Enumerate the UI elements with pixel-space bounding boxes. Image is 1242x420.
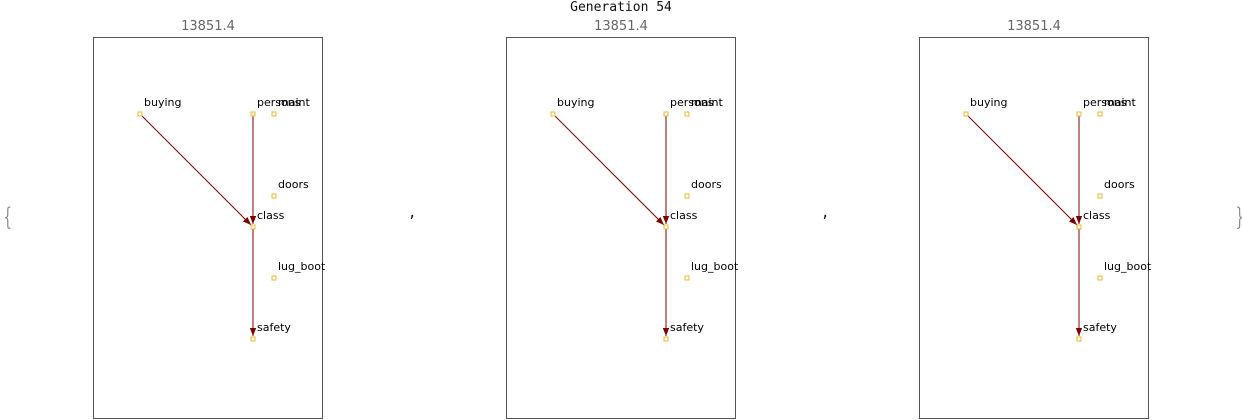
node-buying xyxy=(963,111,969,117)
node-label-maint: maint xyxy=(691,96,723,109)
node-label-doors: doors xyxy=(278,178,309,191)
node-label-lug_boot: lug_boot xyxy=(1104,260,1152,273)
node-class xyxy=(1076,224,1082,230)
generation-title: Generation 54 xyxy=(570,0,672,15)
node-buying xyxy=(550,111,556,117)
node-buying xyxy=(137,111,143,117)
node-safety xyxy=(663,336,669,342)
node-lug_boot xyxy=(684,275,690,281)
node-label-class: class xyxy=(1083,209,1111,222)
close-brace: } xyxy=(1235,203,1242,231)
node-maint xyxy=(1097,111,1103,117)
edge-buying-to-class xyxy=(141,115,252,226)
node-doors xyxy=(684,193,690,199)
node-safety xyxy=(250,336,256,342)
node-label-safety: safety xyxy=(670,321,704,334)
node-lug_boot xyxy=(1097,275,1103,281)
node-maint xyxy=(684,111,690,117)
node-label-buying: buying xyxy=(557,96,594,109)
node-label-maint: maint xyxy=(1104,96,1136,109)
node-label-class: class xyxy=(670,209,698,222)
node-class xyxy=(663,224,669,230)
node-label-safety: safety xyxy=(1083,321,1117,334)
node-doors xyxy=(1097,193,1103,199)
node-label-doors: doors xyxy=(691,178,722,191)
node-persons xyxy=(1076,111,1082,117)
panel-score: 13851.4 xyxy=(594,19,648,34)
node-label-buying: buying xyxy=(970,96,1007,109)
node-lug_boot xyxy=(271,275,277,281)
node-label-safety: safety xyxy=(257,321,291,334)
node-label-buying: buying xyxy=(144,96,181,109)
node-safety xyxy=(1076,336,1082,342)
node-class xyxy=(250,224,256,230)
panel-score: 13851.4 xyxy=(181,19,235,34)
node-persons xyxy=(250,111,256,117)
node-label-persons: persons xyxy=(670,96,714,109)
edge-buying-to-class xyxy=(967,115,1078,226)
node-label-persons: persons xyxy=(257,96,301,109)
node-label-maint: maint xyxy=(278,96,310,109)
separator-1: , xyxy=(408,205,417,221)
node-label-lug_boot: lug_boot xyxy=(278,260,326,273)
edge-buying-to-class xyxy=(554,115,665,226)
graph-frame xyxy=(919,37,1149,419)
node-maint xyxy=(271,111,277,117)
node-label-lug_boot: lug_boot xyxy=(691,260,739,273)
graph-frame xyxy=(93,37,323,419)
node-label-class: class xyxy=(257,209,285,222)
node-label-persons: persons xyxy=(1083,96,1127,109)
node-doors xyxy=(271,193,277,199)
open-brace: { xyxy=(3,203,12,231)
node-persons xyxy=(663,111,669,117)
graph-frame xyxy=(506,37,736,419)
node-label-doors: doors xyxy=(1104,178,1135,191)
panel-score: 13851.4 xyxy=(1007,19,1061,34)
separator-2: , xyxy=(821,205,830,221)
